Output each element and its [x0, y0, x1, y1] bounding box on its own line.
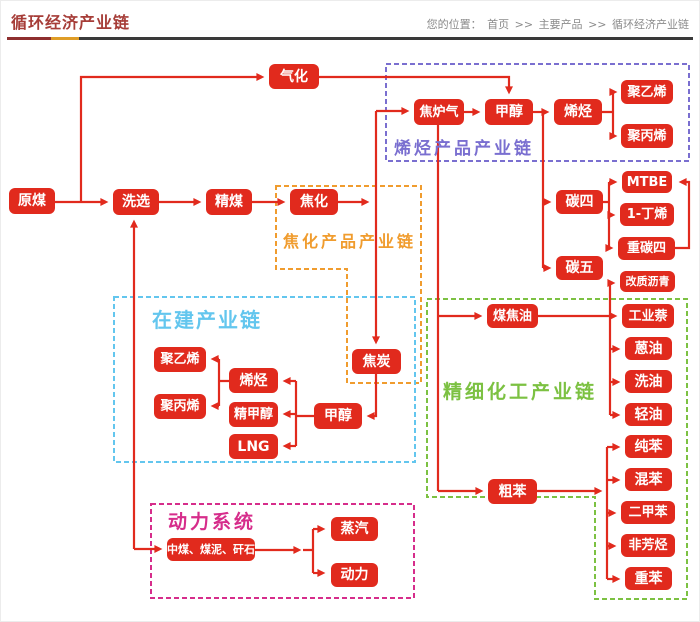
- group-outline-power-system: [150, 503, 415, 599]
- node-polyethylene-low: 聚乙烯: [154, 347, 206, 372]
- divider-red-segment: [7, 37, 51, 40]
- node-xylene: 二甲苯: [621, 501, 675, 524]
- breadcrumb-main-products[interactable]: 主要产品: [538, 18, 583, 31]
- group-outline-olefin-chain: [385, 63, 690, 162]
- node-clean-coal: 精煤: [206, 189, 252, 215]
- node-lng: LNG: [229, 434, 278, 459]
- node-heavy-benzene: 重苯: [625, 567, 672, 590]
- group-outline-coking-chain: [275, 185, 422, 384]
- breadcrumb: 您的位置： 首页 >> 主要产品 >> 循环经济产业链: [425, 16, 689, 32]
- group-outline-fine-chemical-chain: [426, 298, 688, 600]
- group-label-coking-chain: 焦化产品产业链: [283, 232, 417, 251]
- node-industrial-naphthalene: 工业萘: [622, 304, 674, 328]
- breadcrumb-separator: >>: [588, 18, 607, 31]
- node-gasification: 气化: [269, 64, 319, 89]
- node-olefin-low: 烯烃: [229, 368, 278, 393]
- node-methanol-top: 甲醇: [485, 99, 533, 125]
- node-pure-benzene: 纯苯: [625, 435, 672, 458]
- node-non-aromatics: 非芳烃: [621, 534, 675, 557]
- node-olefin-top: 烯烃: [554, 99, 602, 125]
- connector-lines: [55, 73, 691, 583]
- node-1-butene: 1-丁烯: [620, 203, 674, 226]
- node-refined-methanol: 精甲醇: [229, 402, 278, 427]
- node-coke: 焦炭: [352, 349, 401, 374]
- group-label-olefin-chain: 烯烃产品产业链: [394, 139, 534, 159]
- node-coal-tar: 煤焦油: [487, 304, 538, 328]
- group-label-fine-chemical-chain: 精细化工产业链: [443, 381, 598, 403]
- divider-dark-segment: [79, 37, 693, 40]
- node-coke-oven-gas: 焦炉气: [414, 99, 464, 125]
- group-label-construction-chain: 在建产业链: [152, 308, 262, 332]
- page-title: 循环经济产业链: [11, 13, 131, 32]
- node-mixed-benzene: 混苯: [625, 468, 672, 491]
- node-mtbe: MTBE: [622, 171, 672, 193]
- node-polypropylene-top: 聚丙烯: [621, 124, 673, 148]
- node-washing: 洗选: [113, 189, 159, 215]
- node-methanol-low: 甲醇: [314, 403, 362, 429]
- breadcrumb-current[interactable]: 循环经济产业链: [612, 18, 689, 31]
- node-light-oil: 轻油: [625, 403, 672, 426]
- node-crude-benzene: 粗苯: [488, 479, 537, 504]
- node-c5: 碳五: [556, 256, 603, 280]
- node-power: 动力: [331, 563, 378, 587]
- node-modified-asphalt: 改质沥青: [620, 271, 675, 292]
- breadcrumb-home[interactable]: 首页: [487, 18, 510, 31]
- header-divider: [7, 37, 693, 40]
- group-outline-construction-chain: [113, 296, 416, 463]
- node-c4: 碳四: [556, 190, 603, 214]
- breadcrumb-separator: >>: [514, 18, 534, 31]
- node-wash-oil: 洗油: [625, 370, 672, 393]
- node-steam: 蒸汽: [331, 517, 378, 541]
- divider-orange-segment: [51, 37, 79, 40]
- node-middlings-slurry-gangue: 中煤、煤泥、矸石: [167, 538, 255, 561]
- node-anthracene-oil: 蒽油: [625, 337, 672, 360]
- node-polyethylene-top: 聚乙烯: [621, 80, 673, 104]
- node-heavy-c4: 重碳四: [618, 237, 675, 260]
- node-raw-coal: 原煤: [9, 188, 55, 214]
- node-polypropylene-low: 聚丙烯: [154, 394, 206, 419]
- node-coking: 焦化: [290, 189, 338, 215]
- group-label-power-system: 动力系统: [168, 511, 257, 533]
- breadcrumb-prefix: 您的位置：: [426, 18, 482, 31]
